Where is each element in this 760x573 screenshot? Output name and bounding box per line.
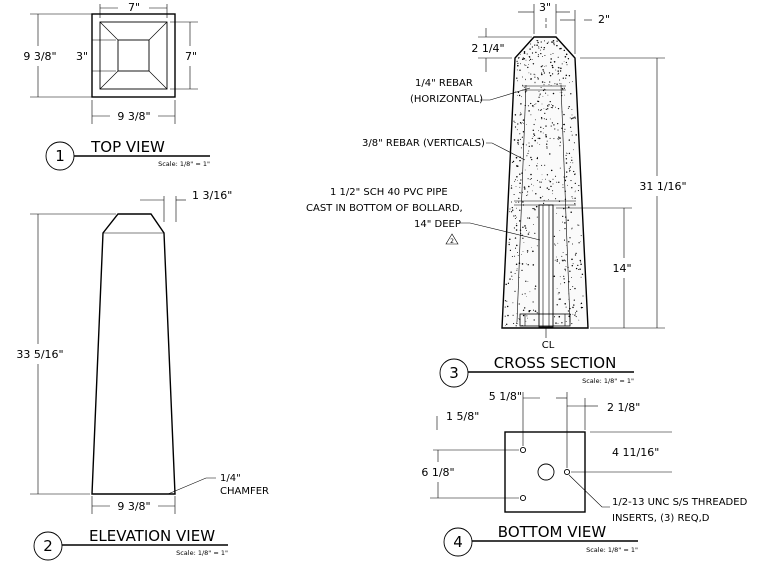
top-view-dim-right: 7" [185, 50, 197, 63]
top-view-dim-top: 7" [128, 1, 140, 14]
elevation-outline [91, 213, 176, 495]
bottom-view: 5 1/8" 1 5/8" 2 1/8" 4 11/16" 6 1/8" 1/2… [421, 390, 748, 557]
cross-section-number-circle [439, 358, 469, 388]
insert-hole-top-left [519, 446, 527, 454]
elevation-dim-height: 33 5/16" [16, 348, 63, 361]
revision-triangle-icon [445, 233, 459, 245]
cross-section-dim-height: 31 1/16" [639, 180, 686, 193]
bottom-view-number: 4 [453, 533, 463, 551]
elevation-chamfer-label: CHAMFER [220, 486, 269, 497]
bottom-view-number-circle [443, 527, 473, 557]
rebar-vertical-label: 3/8" REBAR (VERTICALS) [362, 138, 485, 149]
elevation-chamfer-size: 1/4" [220, 473, 241, 484]
pvc-pipe-note-3: 14" DEEP [414, 219, 461, 230]
rebar-horizontal-label-1: 1/4" REBAR [415, 78, 473, 89]
bottom-view-title: BOTTOM VIEW [498, 523, 607, 541]
cross-section-title: CROSS SECTION [494, 354, 617, 372]
bottom-view-dim-top: 5 1/8" [489, 390, 522, 403]
top-view-dim-inner: 3" [76, 50, 88, 63]
top-view-inner-square [117, 39, 150, 72]
cross-section-dim-left: 2 1/4" [471, 42, 504, 55]
cross-section-number: 3 [449, 364, 459, 382]
pvc-pipe-note-2: CAST IN BOTTOM OF BOLLARD, [306, 203, 463, 214]
pvc-pipe-note-1: 1 1/2" SCH 40 PVC PIPE [330, 187, 448, 198]
top-view-outer-square [91, 13, 176, 98]
elevation-number: 2 [43, 537, 53, 555]
bottom-view-scale: Scale: 1/8" = 1" [586, 546, 638, 554]
top-view-scale: Scale: 1/8" = 1" [158, 160, 210, 168]
cross-section-body [501, 36, 589, 329]
elevation-number-circle [33, 531, 63, 561]
cross-section-centerline: CL [542, 340, 555, 351]
cross-section-scale: Scale: 1/8" = 1" [582, 377, 634, 385]
top-view-middle-square [99, 21, 168, 90]
top-view-dim-left: 9 3/8" [23, 50, 56, 63]
elevation-scale: Scale: 1/8" = 1" [176, 549, 228, 557]
top-view: 7" 9 3/8" 3" 7" 9 3/8" 1 TOP VIEW Scale:… [23, 1, 210, 171]
cross-section-dim-pipe: 14" [612, 262, 631, 275]
insert-hole-right [563, 468, 571, 476]
bottom-view-dim-right: 4 11/16" [612, 446, 659, 459]
insert-hole-bottom-left [519, 494, 527, 502]
bottom-view-pipe-hole [537, 463, 555, 481]
bottom-view-dim-top-right: 2 1/8" [607, 401, 640, 414]
concrete-stipple [504, 40, 584, 327]
insert-note-1: 1/2-13 UNC S/S THREADED [612, 497, 748, 508]
insert-note-2: INSERTS, (3) REQ,D [612, 513, 710, 524]
revision-mark: 2 [450, 238, 454, 245]
elevation-view: 1 3/16" 33 5/16" 9 3/8" 1/4" CHAMFER 2 E… [16, 189, 269, 561]
elevation-title: ELEVATION VIEW [89, 527, 215, 545]
elevation-dim-bottom: 9 3/8" [117, 500, 150, 513]
elevation-dim-top: 1 3/16" [192, 189, 232, 202]
cross-section-view: CL 3" 2" 2 1/4" 1/4" REBAR (HORIZONTAL) … [306, 1, 687, 388]
top-view-number: 1 [55, 147, 65, 165]
cross-section-dim-top: 3" [539, 1, 551, 14]
cross-section-dim-top-right: 2" [598, 13, 610, 26]
top-view-title: TOP VIEW [90, 138, 165, 156]
bottom-view-dim-left: 1 5/8" [446, 410, 479, 423]
top-view-dim-bottom: 9 3/8" [117, 110, 150, 123]
rebar-horizontal-label-2: (HORIZONTAL) [410, 94, 483, 105]
pvc-pipe [538, 204, 554, 328]
bottom-view-dim-height: 6 1/8" [421, 466, 454, 479]
